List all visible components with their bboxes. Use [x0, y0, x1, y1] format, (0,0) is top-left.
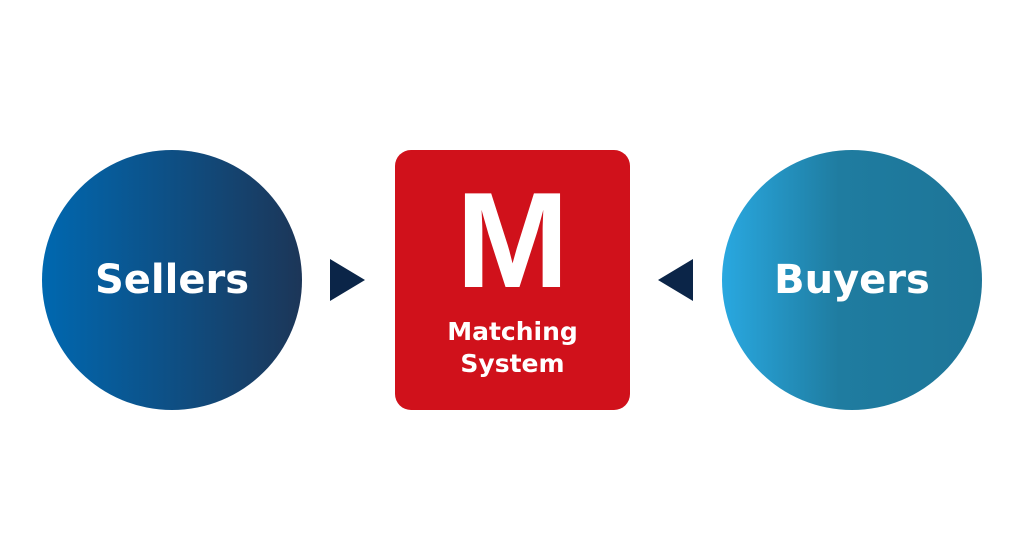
arrow-right-icon [330, 259, 365, 301]
matching-system-node: M Matching System [395, 150, 630, 410]
buyers-label: Buyers [774, 257, 930, 303]
sellers-node: Sellers [42, 150, 302, 410]
matching-label-line2: System [460, 349, 565, 378]
sellers-label: Sellers [94, 257, 250, 303]
matching-logo-letter: M [455, 164, 570, 316]
buyers-node: Buyers [722, 150, 982, 410]
arrow-left-icon [658, 259, 693, 301]
matching-label-line1: Matching [447, 317, 578, 346]
